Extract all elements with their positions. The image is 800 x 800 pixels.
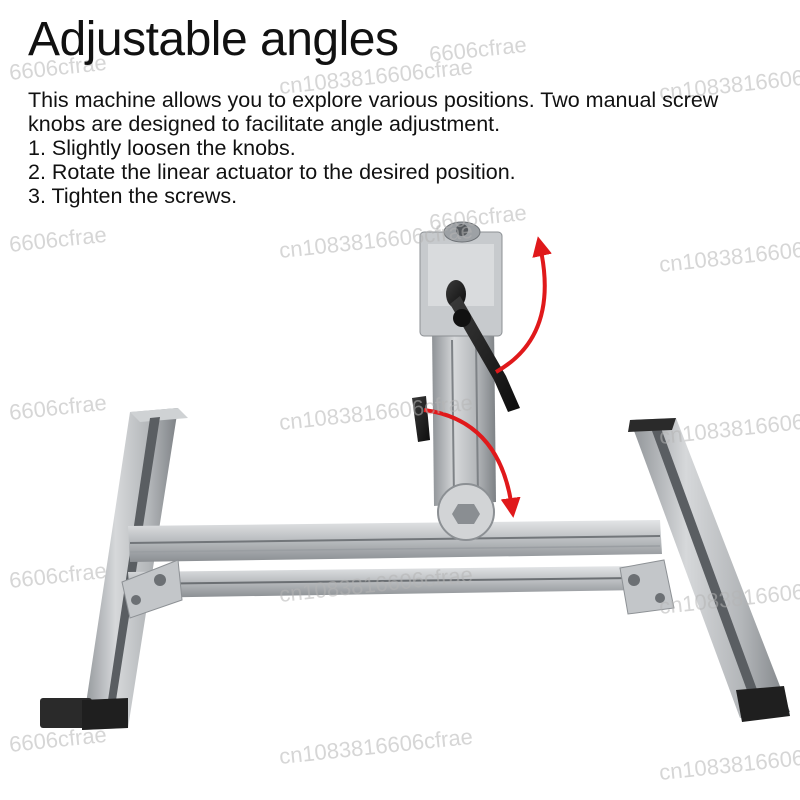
watermark-text: 6606cfrae [8,390,108,425]
watermark-text: cn1083816606cfrae [658,232,800,277]
right-corner-bracket [619,559,675,615]
upper-rotation-arrow [495,236,552,374]
watermark-text: cn1083816606cfrae [658,740,800,785]
watermark-text: 6606cfrae [8,722,108,757]
right-base-rail [628,418,790,722]
page-title: Adjustable angles [28,13,399,66]
instruction-step: 1. Slightly loosen the knobs. [28,136,296,160]
rotation-arrows [423,236,552,518]
description-block: This machine allows you to explore vario… [28,88,768,208]
left-corner-bracket [121,559,183,619]
watermark-text: cn1083816606cfrae [278,562,474,607]
upper-screw-knob [446,280,520,412]
watermark-text: cn1083816606cfrae [278,724,474,769]
watermark-text: cn1083816606cfrae [658,404,800,449]
upper-cross-bar [128,520,662,562]
lower-screw-knob [412,396,430,442]
lower-rotation-arrow [423,408,521,518]
instruction-step: 3. Tighten the screws. [28,184,238,208]
lower-cross-bar [128,566,642,598]
linear-actuator-column [419,221,503,541]
watermark-text: 6606cfrae [8,222,108,257]
instruction-step: 2. Rotate the linear actuator to the des… [28,160,516,184]
description-intro: This machine allows you to explore vario… [28,88,719,136]
watermark-text: 6606cfrae [8,558,108,593]
